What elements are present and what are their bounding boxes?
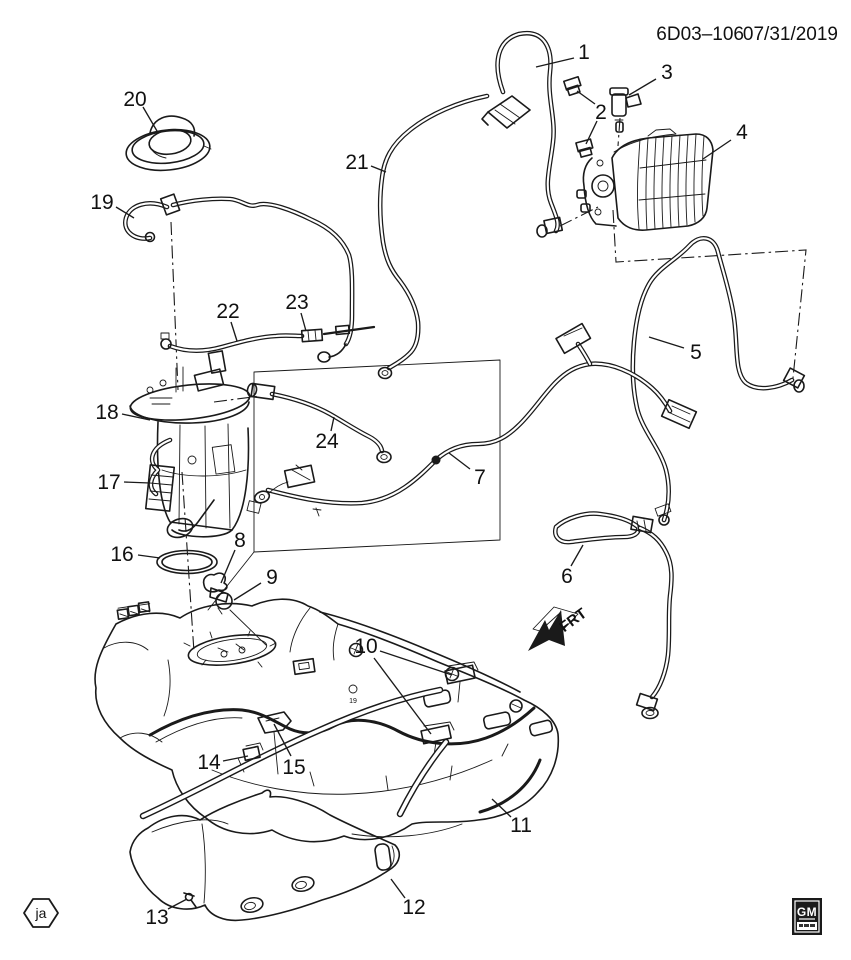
callout-24: 24 <box>315 430 339 453</box>
callout-22: 22 <box>216 300 239 323</box>
callout-16: 16 <box>110 543 133 566</box>
callout-leader-17 <box>123 481 151 484</box>
callout-19: 19 <box>90 191 113 214</box>
callout-leader-12 <box>390 878 406 899</box>
callout-leader-8 <box>220 549 236 584</box>
callout-8: 8 <box>234 529 246 552</box>
callout-leader-3 <box>628 78 657 96</box>
hose-6 <box>553 511 674 720</box>
strap-retainer-10a <box>444 661 479 703</box>
tank-harness-7 <box>253 322 698 517</box>
document-date: 07/31/2019 <box>743 24 838 45</box>
callout-leader-2 <box>576 90 596 105</box>
retainer-clip-2b <box>575 138 594 158</box>
author-code: ja <box>35 905 47 921</box>
callout-leader-20 <box>142 106 158 132</box>
callout-23: 23 <box>285 291 308 314</box>
fuel-pump-module <box>129 350 262 539</box>
callout-4: 4 <box>736 121 748 144</box>
filler-cap-seal <box>125 115 212 172</box>
callout-leader-11 <box>491 798 512 818</box>
callout-3: 3 <box>661 61 673 84</box>
fuel-hose-24 <box>246 382 392 464</box>
clip-14 <box>242 742 264 762</box>
callout-15: 15 <box>282 756 305 779</box>
callout-10: 10 <box>354 635 377 658</box>
tank-strap-long <box>139 686 444 820</box>
callout-14: 14 <box>197 751 221 774</box>
callout-2: 2 <box>595 101 607 124</box>
callout-1: 1 <box>578 41 590 64</box>
callout-leader-18 <box>121 413 151 421</box>
callout-18: 18 <box>95 401 118 424</box>
callout-13: 13 <box>145 906 168 929</box>
harness-connector-left <box>283 464 316 489</box>
callout-leader-4 <box>702 139 732 160</box>
callout-leader-22 <box>230 321 238 342</box>
harness-connector-right <box>660 398 698 430</box>
harness-connector-top <box>555 322 592 355</box>
retainer-clip-2a <box>562 75 582 97</box>
document-code: 6D03–106 <box>656 24 744 45</box>
callout-leader-23 <box>300 312 307 332</box>
callout-leader-19 <box>115 206 135 219</box>
callout-7: 7 <box>474 466 486 489</box>
callout-leader-6 <box>570 544 584 567</box>
purge-valve-3 <box>609 87 642 133</box>
callout-leader-5 <box>648 336 685 349</box>
callout-21: 21 <box>345 151 368 174</box>
callout-leader-10 <box>373 657 432 735</box>
frt-arrow-icon <box>528 610 565 651</box>
callout-leader-15 <box>273 723 292 757</box>
frt-direction-arrow: FRT <box>528 605 590 651</box>
author-mark: ja <box>23 898 59 928</box>
callout-5: 5 <box>690 341 702 364</box>
vent-hose-19 <box>123 193 355 363</box>
heat-shield-12 <box>129 789 401 922</box>
title-block: 6D03–106 07/31/2019 <box>656 24 838 45</box>
gm-logo-text: GM <box>797 905 817 919</box>
callout-leader-16 <box>137 554 161 559</box>
evap-canister-4 <box>576 128 714 231</box>
callout-leader-1 <box>535 57 575 68</box>
callout-6: 6 <box>561 565 573 588</box>
pump-connector-17 <box>144 464 176 512</box>
bolt-13 <box>183 892 197 908</box>
seal-ring-16 <box>156 549 218 575</box>
callout-leader-24 <box>330 416 335 432</box>
tank-strap-short <box>396 738 450 818</box>
callout-leader-13 <box>167 898 188 910</box>
callout-leader-2 <box>585 120 598 145</box>
tank-micro-label: 19 <box>349 698 357 705</box>
gm-logo: GM <box>792 898 822 935</box>
callout-leader-21 <box>370 165 387 173</box>
callout-20: 20 <box>123 88 146 111</box>
callout-12: 12 <box>402 896 425 919</box>
filler-vent-pipe-21 <box>377 93 490 380</box>
callout-leader-9 <box>233 582 262 601</box>
callout-17: 17 <box>97 471 120 494</box>
connector-1-body <box>487 95 531 129</box>
callout-leader-10 <box>379 650 453 676</box>
valve-9 <box>209 587 267 646</box>
callout-leader-14 <box>222 755 249 762</box>
evap-harness-1 <box>481 30 564 238</box>
callout-leader-7 <box>448 452 471 470</box>
bracket-15 <box>257 711 292 775</box>
pipe-22 <box>160 328 324 353</box>
vent-hose-5 <box>630 236 806 526</box>
clip-8 <box>202 572 228 593</box>
callout-11: 11 <box>510 814 532 837</box>
callout-9: 9 <box>266 566 278 589</box>
pipe-23 <box>322 324 376 336</box>
